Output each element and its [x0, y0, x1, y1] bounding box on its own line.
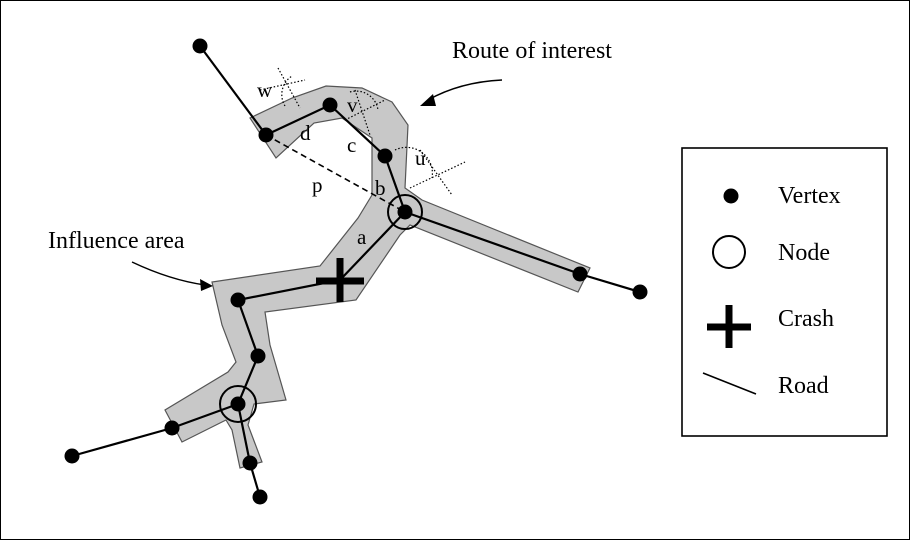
vertex: [377, 148, 393, 164]
distance-p-dashed: [265, 134, 406, 213]
crash-icon: [707, 305, 751, 348]
vertex: [64, 448, 80, 464]
legend-crash-label: Crash: [778, 306, 834, 332]
segment-d-label: d: [300, 121, 311, 145]
influence-callout-arrow: [131, 261, 206, 286]
vertex: [192, 38, 208, 54]
road-upper-left: [199, 45, 267, 136]
vertex: [397, 204, 413, 220]
crash-marker: [316, 258, 364, 302]
angle-v-arc: [349, 90, 379, 111]
angle-u-label: u: [415, 146, 426, 170]
vertex: [242, 455, 258, 471]
node: [387, 194, 423, 230]
nodes: [219, 194, 423, 423]
route-of-interest-label: Route of interest: [452, 38, 612, 64]
legend-node-label: Node: [778, 240, 830, 266]
vertex: [252, 489, 268, 505]
route-callout-arrow: [427, 79, 503, 101]
influence-area-label: Influence area: [48, 228, 185, 254]
legend-road-label: Road: [778, 373, 829, 399]
vertex: [258, 127, 274, 143]
angle-w-tick-2: [259, 79, 306, 91]
route-callout-arrowhead: [420, 94, 436, 106]
vertex: [230, 396, 246, 412]
angle-w-label: w: [257, 78, 273, 102]
legend: Vertex Node Crash Road: [681, 147, 888, 437]
callout-arrows: [131, 79, 503, 286]
angle-v-tick-2: [344, 99, 386, 121]
angle-w-tick: [277, 67, 301, 109]
angle-v-tick: [354, 89, 371, 136]
vertex: [250, 348, 266, 364]
vertex: [632, 284, 648, 300]
angle-markers: [259, 67, 466, 196]
distance-p-label: p: [312, 173, 323, 197]
vertex: [230, 292, 246, 308]
vertex: [164, 420, 180, 436]
legend-vertex-label: Vertex: [778, 183, 841, 209]
road-icon: [702, 372, 757, 395]
vertices: [64, 38, 648, 505]
vertex-icon: [723, 188, 739, 204]
angle-u-arc: [394, 146, 434, 179]
segment-c-label: c: [347, 133, 356, 157]
vertex: [572, 266, 588, 282]
angle-v-label: v: [347, 93, 358, 117]
node: [219, 385, 257, 423]
road-route-main: [236, 103, 407, 498]
legend-box: [681, 147, 888, 437]
influence-callout-arrowhead: [200, 279, 213, 291]
vertex: [322, 97, 338, 113]
segment-b-label: b: [375, 176, 386, 200]
node-icon: [712, 235, 746, 269]
segment-a-label: a: [357, 225, 367, 249]
angle-u-tick: [419, 149, 453, 196]
influence-area-buffer: [164, 85, 591, 469]
